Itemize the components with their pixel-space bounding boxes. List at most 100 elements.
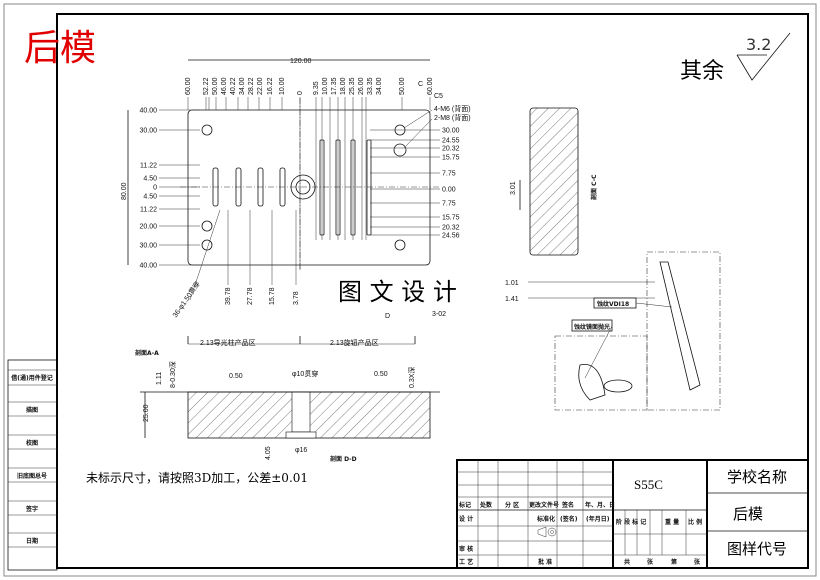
callout-m6: 4-M6 (背面) — [434, 104, 471, 113]
school-name: 学校名称 — [727, 468, 787, 486]
top-dim: 16.22 — [267, 77, 274, 95]
height-dim: 80.00 — [121, 182, 128, 200]
section-label-d: D — [385, 313, 390, 320]
rev-h-sign: 签名 — [561, 501, 574, 509]
watermark: 图 文 设 计 — [338, 278, 457, 306]
sec-dim-3: 0.50 — [229, 373, 243, 380]
top-dim: 0 — [297, 91, 304, 95]
left-panel: 借(通)用件登记 描图 校图 旧底图总号 签字 日期 — [7, 359, 58, 571]
rev-h-date: 年、月、日 — [585, 501, 615, 509]
scale-header: 比 例 — [688, 518, 702, 526]
row-process: 工 艺 — [459, 558, 473, 566]
sheet-total: 共 — [624, 558, 630, 566]
section-mark-c: C — [418, 81, 423, 88]
top-dim: 25.35 — [349, 77, 356, 95]
right-dim: 30.00 — [442, 128, 460, 135]
top-dim: 46.00 — [221, 77, 228, 95]
sec-dim-8: 4.05 — [265, 446, 272, 460]
bottom-dim: 39.78 — [225, 287, 232, 305]
zone-knob: 2.13旋钮产品区 — [330, 338, 379, 347]
left-dim: 30.00 — [139, 128, 157, 135]
zone-light-guide: 2.13导光柱产品区 — [200, 338, 256, 347]
knob-slot — [366, 139, 372, 236]
sheet-unit-2: 张 — [694, 558, 701, 566]
right-dim: 7.75 — [442, 171, 456, 178]
drawing-title: 后模 — [24, 28, 96, 69]
side-view: 3.01 1.01 1.41 剖面 C-C — [505, 107, 655, 303]
left-dim: 40.00 — [139, 263, 157, 270]
sec-dim-1: 1.11 — [156, 372, 163, 385]
top-dim: 10.00 — [279, 77, 286, 95]
side-dim-2: 1.01 — [505, 280, 519, 287]
left-label-check: 校图 — [26, 439, 38, 447]
material: S55C — [634, 477, 663, 492]
rev-h-mark: 标记 — [458, 501, 471, 509]
bottom-dim: 15.78 — [269, 287, 276, 305]
callout-m8: 2-M8 (背面) — [434, 113, 471, 122]
light-guide-slot — [212, 167, 219, 207]
drawing-number: 图样代号 — [727, 540, 787, 558]
detail-label-polish: 蚀纹镜面抛光 — [573, 323, 610, 331]
left-dim: 11.22 — [140, 207, 157, 214]
detail-views: 蚀纹VDI18 蚀纹镜面抛光 — [554, 251, 721, 411]
right-dim: 24.56 — [442, 233, 460, 240]
view-ref: 3-02 — [432, 311, 446, 318]
left-dim: 40.00 — [139, 108, 157, 115]
drawing-frame — [56, 13, 809, 569]
outer-border — [3, 3, 817, 577]
left-label-trace: 描图 — [26, 406, 38, 414]
left-label-sign: 签字 — [25, 505, 38, 513]
top-dim: 52.22 — [203, 77, 210, 95]
right-dim: 0.00 — [442, 187, 456, 194]
title-block: S55C 学校名称 后模 图样代号 标记 处数 分 区 更改文件号 签名 年、月… — [456, 459, 809, 569]
weight-header: 重 量 — [665, 518, 679, 526]
top-dim: 33.35 — [367, 77, 374, 95]
approve-label: 批 准 — [538, 558, 552, 566]
right-dim: 7.75 — [442, 201, 456, 208]
stage-header: 阶 段 标 记 — [616, 518, 646, 526]
left-dim: 0 — [153, 185, 157, 192]
side-caption: 剖面 C-C — [590, 174, 598, 200]
callout-c5: C5 — [434, 93, 443, 100]
general-note: 未标示尺寸，请按照3D加工，公差±0.01 — [86, 471, 308, 485]
side-dim-1: 3.01 — [510, 181, 517, 195]
sheet-no: 第 — [670, 558, 677, 566]
section-view: 2.13导光柱产品区 2.13旋钮产品区 剖面A-A 1.11 8-0.30深 … — [135, 336, 440, 463]
rev-h-doc: 更改文件号 — [529, 501, 559, 509]
right-dim: 24.55 — [442, 138, 460, 145]
top-dim: 9.35 — [313, 81, 320, 95]
width-dim: 120.00 — [290, 58, 312, 65]
rev-h-zone: 分 区 — [505, 501, 519, 509]
top-dim: 34.00 — [376, 77, 383, 95]
light-guide-slot — [257, 167, 264, 207]
left-dim: 4.50 — [143, 176, 157, 183]
sec-dim-5: 0.50 — [374, 371, 388, 378]
date-label: (年月日) — [586, 515, 610, 523]
top-dim: 17.35 — [331, 77, 338, 95]
top-dim: 28.22 — [248, 77, 255, 95]
light-guide-slot — [235, 167, 242, 207]
section-side-label: 剖面A-A — [135, 349, 159, 357]
sheet-unit-1: 张 — [647, 558, 654, 566]
top-dim: 10.00 — [322, 77, 329, 95]
top-dim: 26.00 — [358, 77, 365, 95]
row-design: 设 计 — [459, 515, 473, 523]
row-review: 审 核 — [459, 545, 473, 553]
hole-note: 36-φ1.50贯穿 — [170, 279, 202, 319]
top-dim: 50.00 — [212, 77, 219, 95]
bottom-dim: 3.78 — [293, 291, 300, 305]
sig-label: (签名) — [560, 515, 578, 523]
left-dim: 4.50 — [143, 194, 157, 201]
bottom-dim: 27.78 — [247, 287, 254, 305]
rev-h-count: 处数 — [479, 501, 493, 509]
right-dim: 20.32 — [442, 146, 460, 153]
part-name: 后模 — [733, 505, 763, 523]
left-label-registry: 借(通)用件登记 — [10, 374, 53, 382]
right-dim: 20.32 — [442, 225, 460, 232]
roughness-label: 其余 — [680, 59, 724, 84]
left-dim: 11.22 — [140, 163, 157, 170]
section-caption: 剖面 D-D — [330, 455, 357, 463]
top-dim: 40.22 — [230, 77, 237, 95]
roughness-symbol-icon — [736, 32, 791, 81]
